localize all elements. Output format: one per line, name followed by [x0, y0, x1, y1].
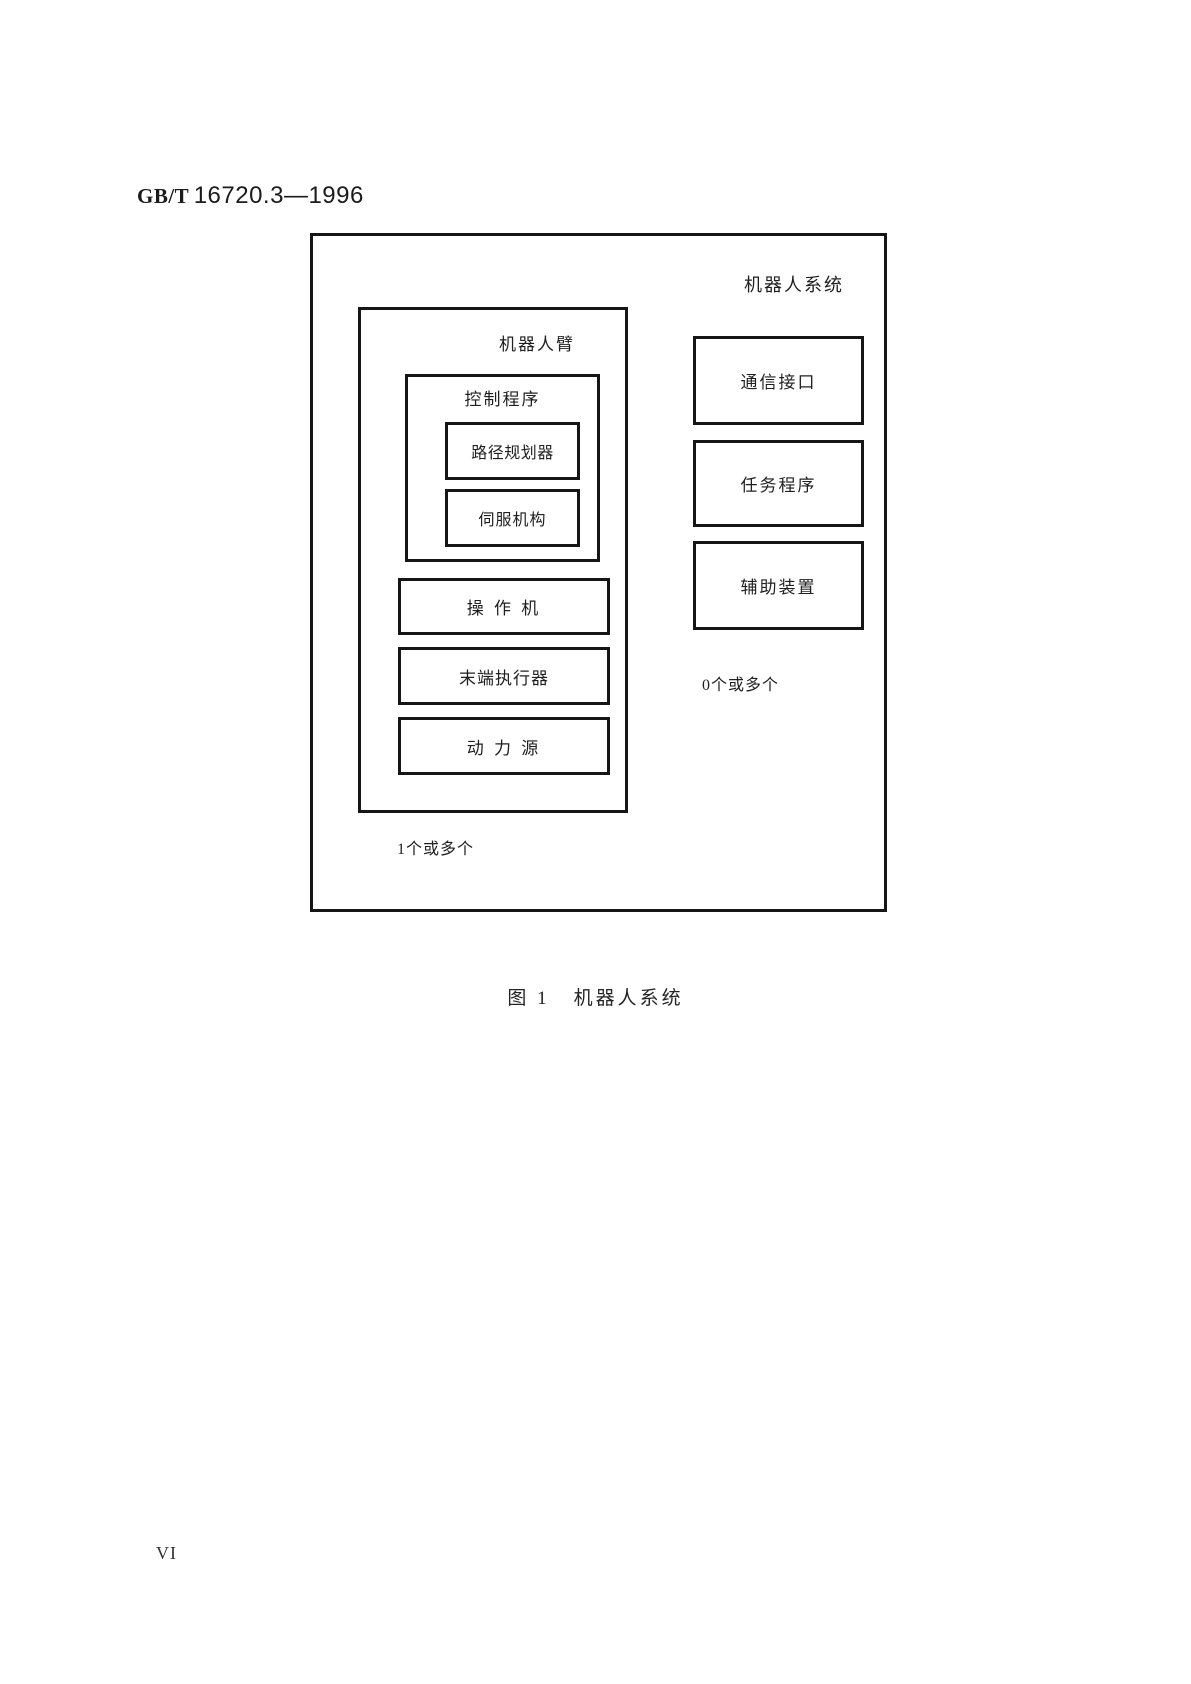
- manipulator-label: 操 作 机: [466, 599, 542, 618]
- path-planner-label: 路径规划器: [471, 445, 554, 462]
- power-source-label: 动 力 源: [466, 738, 542, 758]
- comm-interface-label: 通信接口: [740, 373, 817, 392]
- robot-arm-label: 机器人臂: [499, 335, 575, 354]
- standard-code-number: 16720.3—1996: [193, 182, 364, 209]
- servo-mechanism-label: 伺服机构: [478, 512, 547, 529]
- page-number: VI: [156, 1543, 177, 1563]
- robot-system-label: 机器人系统: [744, 275, 844, 295]
- task-program-label: 任务程序: [740, 476, 817, 495]
- standard-code-prefix: GB/T: [137, 184, 190, 208]
- right-multiplicity-label: 0个或多个: [702, 677, 780, 694]
- figure-caption: 图 1 机器人系统: [0, 983, 1191, 1010]
- path-planner-box: 路径规划器: [445, 422, 580, 480]
- task-program-box: 任务程序: [693, 440, 864, 527]
- arm-multiplicity-label: 1个或多个: [397, 841, 475, 858]
- comm-interface-box: 通信接口: [693, 336, 864, 425]
- control-program-label: 控制程序: [464, 390, 541, 409]
- aux-device-label: 辅助装置: [740, 578, 817, 597]
- power-source-box: 动 力 源: [398, 717, 610, 775]
- standard-code: GB/T 16720.3—1996: [137, 182, 364, 210]
- figure-caption-number: 图 1: [507, 988, 550, 1009]
- aux-device-box: 辅助装置: [693, 541, 864, 630]
- servo-mechanism-box: 伺服机构: [445, 489, 580, 547]
- end-effector-label: 末端执行器: [459, 668, 549, 688]
- manipulator-box: 操 作 机: [398, 578, 610, 635]
- figure-caption-title: 机器人系统: [573, 988, 684, 1009]
- end-effector-box: 末端执行器: [398, 647, 610, 705]
